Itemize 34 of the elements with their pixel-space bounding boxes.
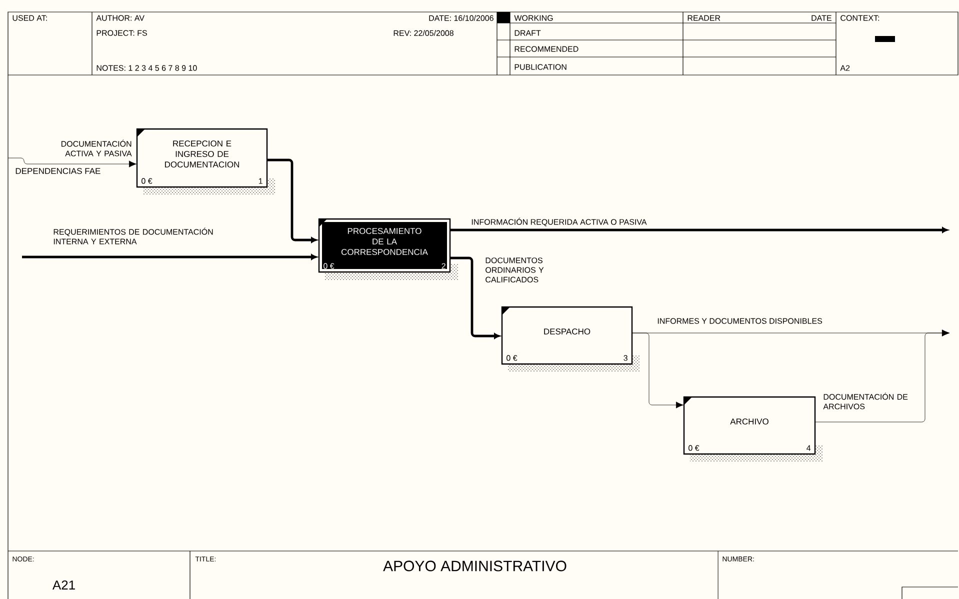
frame-label: WORKING — [514, 15, 553, 21]
frame-label: REV: 22/05/2008 — [394, 30, 454, 36]
frame-label: DEPENDENCIAS FAE — [16, 168, 100, 174]
arrow-label: INFORMACIÓN REQUERIDA ACTIVA O PASIVA — [472, 218, 647, 226]
frame-label: DATE: 16/10/2006 — [429, 15, 494, 21]
activity-box: PROCESAMIENTO DE LA CORRESPONDENCIA 0 € 2 — [318, 218, 451, 273]
activity-box: ARCHIVO 0 € 4 — [683, 396, 816, 455]
arrow-label: DOCUMENTOS ORDINARIOS Y CALIFICADOS — [486, 258, 544, 282]
frame-label: READER — [688, 15, 720, 21]
frame-label: DRAFT — [514, 30, 541, 36]
frame-label: PROJECT: FS — [96, 30, 147, 36]
frame-label: USED AT: — [12, 15, 47, 21]
arrow — [8, 158, 136, 168]
arrow-label: DOCUMENTACIÓN DE ARCHIVOS — [823, 392, 908, 410]
frame-label: NOTES: 1 2 3 4 5 6 7 8 9 10 — [96, 65, 197, 71]
arrow-label: INFORMES Y DOCUMENTOS DISPONIBLES — [658, 318, 822, 324]
arrow — [814, 330, 950, 422]
arrow — [632, 332, 684, 408]
frame-label: CONTEXT: — [840, 15, 880, 21]
frame-label: RECOMMENDED — [514, 46, 578, 52]
arrow-label: REQUERIMIENTOS DE DOCUMENTACIÓN INTERNA Y EXTERNA — [54, 228, 213, 244]
activity-box: DESPACHO 0 € 3 — [501, 306, 633, 365]
arrow — [450, 227, 948, 233]
frame-label: A2 — [840, 65, 850, 71]
diagram-title: APOYO ADMINISTRATIVO — [383, 560, 566, 572]
arrow-label: DOCUMENTACIÓN ACTIVA Y PASIVA — [62, 140, 132, 156]
arrow — [22, 254, 317, 260]
frame-label: AUTHOR: AV — [96, 15, 144, 21]
frame-label: DATE — [812, 15, 832, 21]
arrow — [450, 256, 500, 339]
frame-label: PUBLICATION — [514, 64, 566, 70]
frame-label: A21 — [52, 580, 75, 590]
activity-box: RECEPCION E INGRESO DE DOCUMENTACION 0 € 1 — [136, 128, 268, 188]
arrow — [267, 158, 317, 243]
